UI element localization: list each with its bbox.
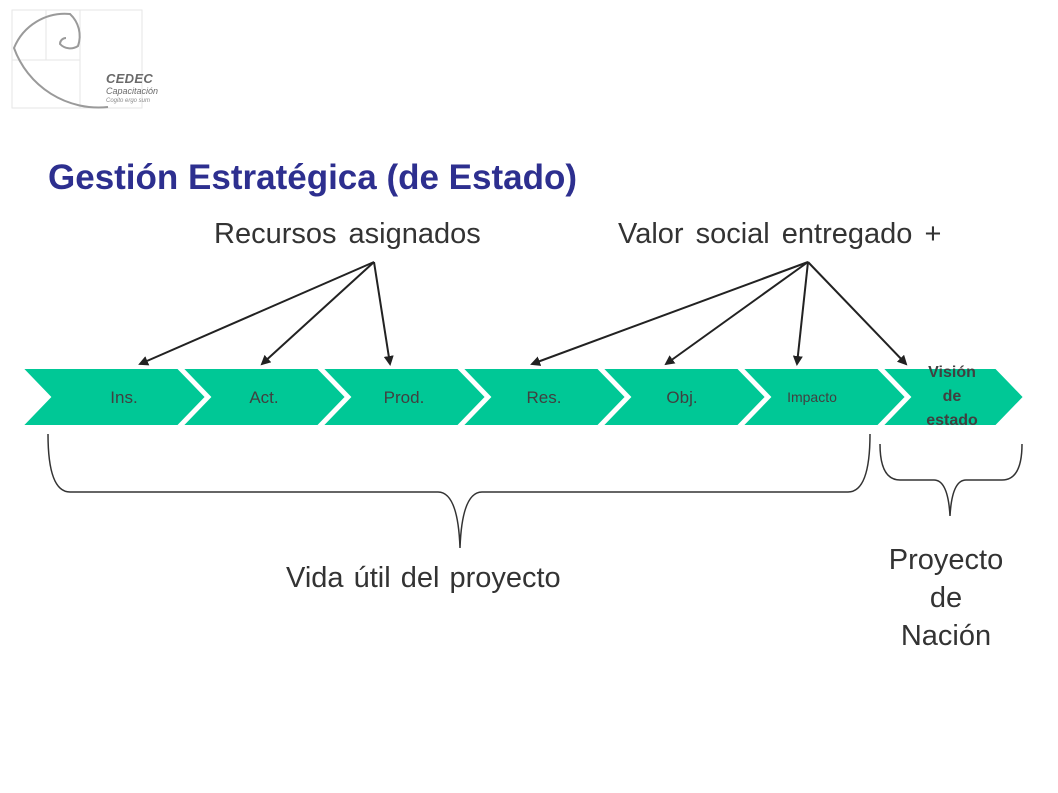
project-life-label: Vida útil del proyecto <box>286 562 561 594</box>
nation-project-line-2: de <box>929 582 963 614</box>
nation-project-brace <box>879 443 1023 517</box>
value-chain: Ins. Act. Prod. Res. Obj. Impacto Visión… <box>19 364 1026 429</box>
golden-spiral-icon <box>11 9 143 109</box>
logo-motto: Cogito ergo sum <box>106 98 151 104</box>
resources-label: Recursos asignados <box>214 218 481 250</box>
cedec-logo: CEDEC Capacitación Cogito ergo sum <box>10 8 158 110</box>
chevron-ins: Ins. <box>19 367 208 427</box>
arrow-to-vision <box>807 261 908 366</box>
nation-project-line-3: Nación <box>900 620 992 652</box>
arrow-to-ins <box>138 261 375 366</box>
chevron-label-vision-1: Visión <box>928 364 976 381</box>
logo-text: CEDEC Capacitación Cogito ergo sum <box>106 72 158 104</box>
chevron-label-prod: Prod. <box>384 388 425 407</box>
chevron-prod: Prod. <box>319 367 488 427</box>
value-label: Valor social entregado + <box>618 218 942 250</box>
logo-name: CEDEC <box>106 71 154 86</box>
page-title: Gestión Estratégica (de Estado) <box>48 158 578 197</box>
resources-arrows <box>138 261 394 366</box>
chevron-impacto: Impacto <box>739 367 908 427</box>
arrow-to-obj <box>664 261 809 366</box>
chevron-label-vision-2: de <box>943 388 962 405</box>
chevron-label-act: Act. <box>249 388 278 407</box>
chevron-label-obj: Obj. <box>666 388 697 407</box>
arrow-to-act <box>260 261 375 366</box>
arrow-to-prod <box>373 261 394 366</box>
project-life-brace <box>47 433 871 549</box>
chevron-label-vision-3: estado <box>926 412 978 429</box>
chevron-res: Res. <box>459 367 628 427</box>
chevron-label-ins: Ins. <box>110 388 137 407</box>
arrow-to-impacto <box>792 261 809 366</box>
arrow-to-res <box>530 261 809 366</box>
chevron-vision: Visión de estado <box>879 364 1026 429</box>
nation-project-line-1: Proyecto <box>888 544 1004 576</box>
chevron-label-impacto: Impacto <box>787 389 837 405</box>
nation-project-label: Proyecto de Nación <box>868 541 1024 655</box>
chevron-act: Act. <box>179 367 348 427</box>
value-arrows <box>530 261 908 366</box>
chevron-label-res: Res. <box>527 388 562 407</box>
logo-subtitle: Capacitación <box>106 86 159 96</box>
chevron-obj: Obj. <box>599 367 768 427</box>
